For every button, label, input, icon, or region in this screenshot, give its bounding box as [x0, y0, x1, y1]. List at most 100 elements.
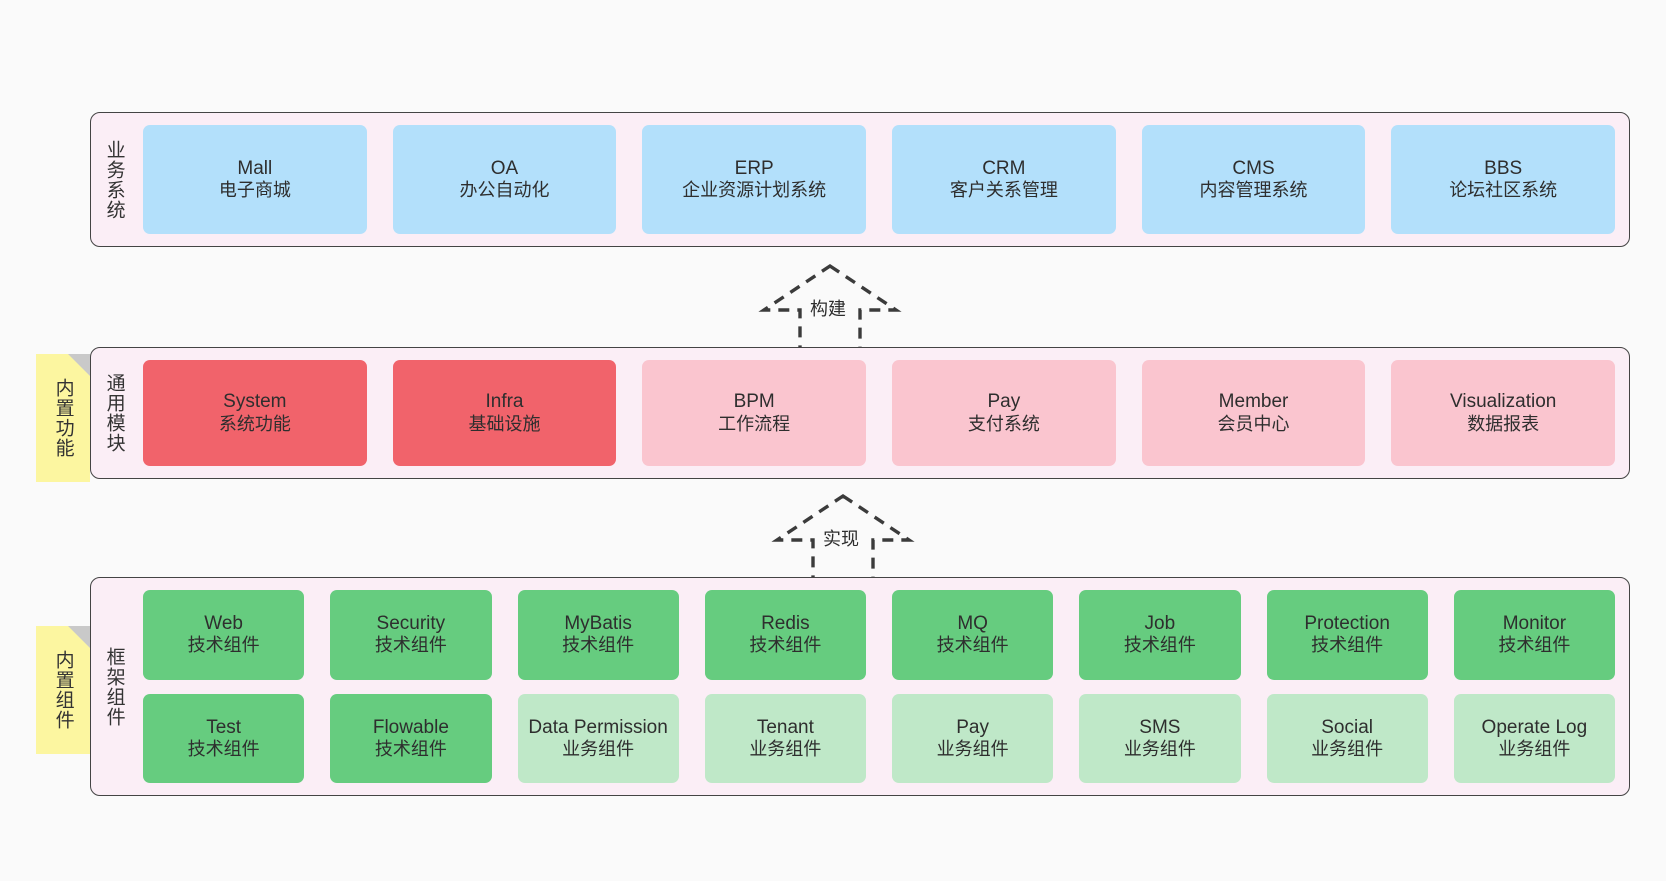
module-card-desc: 技术组件	[749, 635, 822, 656]
module-card-name: Pay	[987, 391, 1021, 413]
module-card-name: System	[223, 391, 287, 413]
connector-implement-label: 实现	[823, 529, 859, 549]
module-card-desc: 业务组件	[1311, 738, 1384, 759]
connector-implement-arrow: 实现	[771, 492, 915, 582]
module-card-desc: 技术组件	[1123, 635, 1196, 656]
module-card-desc: 技术组件	[562, 635, 635, 656]
module-card-desc: 客户关系管理	[949, 180, 1058, 201]
module-card-name: Data Permission	[528, 716, 668, 738]
module-card-name: Protection	[1304, 613, 1390, 635]
module-card-name: Operate Log	[1481, 716, 1588, 738]
module-card-desc: 内容管理系统	[1199, 180, 1308, 201]
module-card-desc: 技术组件	[187, 738, 260, 759]
sticky-note-builtin-components: 内置组件	[36, 626, 90, 754]
module-card-name: Web	[204, 613, 243, 635]
module-card-desc: 业务组件	[936, 738, 1009, 759]
module-card-desc: 技术组件	[187, 635, 260, 656]
module-card-desc: 技术组件	[374, 738, 447, 759]
module-card-name: SMS	[1139, 716, 1181, 738]
module-card-desc: 技术组件	[1498, 635, 1571, 656]
module-card-name: BPM	[733, 391, 775, 413]
module-card-name: Infra	[485, 391, 524, 413]
module-card-desc: 基础设施	[468, 413, 541, 434]
layer-title-common: 通用模块	[103, 373, 125, 453]
module-card-name: Social	[1321, 716, 1373, 738]
module-card-desc: 工作流程	[718, 413, 791, 434]
sticky-note-builtin-functions-label: 内置功能	[52, 378, 74, 458]
module-card-name: Tenant	[756, 716, 814, 738]
module-card-desc: 企业资源计划系统	[682, 180, 827, 201]
module-card-name: CRM	[982, 157, 1026, 179]
module-card-name: Job	[1144, 613, 1176, 635]
module-card-desc: 技术组件	[936, 635, 1009, 656]
connector-build-label: 构建	[810, 299, 846, 319]
sticky-note-builtin-components-label: 内置组件	[52, 650, 74, 730]
module-card-desc: 办公自动化	[459, 180, 550, 201]
module-card-name: Flowable	[372, 716, 449, 738]
layer-title-framework: 框架组件	[103, 646, 125, 727]
module-card-desc: 系统功能	[218, 413, 291, 434]
module-card-name: Mall	[237, 157, 273, 179]
module-card-name: Pay	[956, 716, 989, 738]
module-card-desc: 论坛社区系统	[1449, 180, 1558, 201]
module-card-name: Redis	[761, 613, 810, 635]
module-card-desc: 业务组件	[562, 738, 635, 759]
layer-title-business: 业务系统	[103, 139, 125, 220]
module-card-name: ERP	[734, 157, 774, 179]
module-card-desc: 电子商城	[218, 180, 291, 201]
module-card-name: CMS	[1232, 157, 1275, 179]
module-card-desc: 业务组件	[1498, 738, 1571, 759]
module-card-name: Test	[206, 716, 242, 738]
connector-build-arrow: 构建	[758, 262, 902, 352]
module-card-name: OA	[490, 157, 519, 179]
module-card-desc: 数据报表	[1467, 413, 1540, 434]
module-card-name: MyBatis	[564, 613, 632, 635]
module-card-desc: 支付系统	[967, 413, 1040, 434]
module-card-desc: 业务组件	[749, 738, 822, 759]
module-card-desc: 技术组件	[374, 635, 447, 656]
module-card-name: Visualization	[1450, 391, 1557, 413]
module-card-name: Member	[1218, 391, 1289, 413]
module-card-desc: 业务组件	[1123, 738, 1196, 759]
module-card-name: BBS	[1484, 157, 1523, 179]
